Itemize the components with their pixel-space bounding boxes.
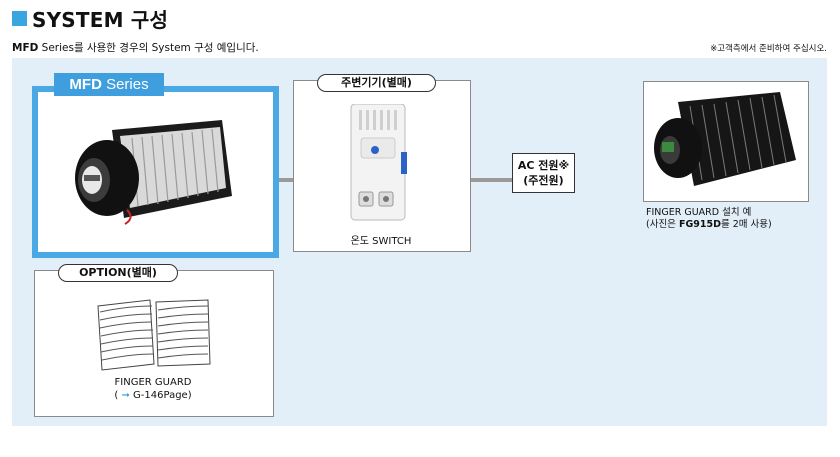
page-title: SYSTEM 구성 bbox=[32, 7, 169, 32]
caption-model: FG915D bbox=[678, 219, 721, 230]
ref-pre: ( bbox=[114, 390, 122, 401]
option-box bbox=[34, 270, 274, 417]
connector-fan-switch bbox=[231, 178, 347, 182]
ac-power-box: AC 전원※ (주전원) bbox=[512, 153, 575, 193]
caption-post: 를 2매 사용) bbox=[720, 219, 772, 230]
ac-power-label: AC 전원※ bbox=[517, 159, 570, 172]
peripheral-pill: 주변기기(별매) bbox=[317, 74, 436, 92]
title-marker bbox=[12, 10, 27, 26]
option-pill: OPTION(별매) bbox=[58, 264, 178, 282]
subtitle-text: Series를 사용한 경우의 System 구성 예입니다. bbox=[38, 42, 259, 54]
temp-switch-label: 온도 SWITCH bbox=[350, 236, 412, 247]
finger-guard-ref[interactable]: ( ➞ G-146Page) bbox=[34, 389, 272, 402]
mfd-tag-model: MFD bbox=[69, 76, 102, 93]
ref-page: G-146Page) bbox=[129, 390, 192, 401]
caption-line2: (사진은 FG915D를 2매 사용) bbox=[646, 219, 772, 231]
mfd-tag-series: Series bbox=[101, 76, 149, 93]
finger-guard-example-image bbox=[654, 92, 796, 186]
finger-guard-drawing bbox=[97, 299, 211, 371]
temp-switch-image bbox=[350, 104, 407, 221]
finger-guard-example-caption: FINGER GUARD 설치 예 (사진은 FG915D를 2매 사용) bbox=[646, 207, 772, 231]
caption-pre: (사진은 bbox=[646, 219, 679, 230]
customer-note: ※고객측에서 준비하여 주십시오. bbox=[710, 44, 827, 54]
finger-guard-caption: FINGER GUARD ( ➞ G-146Page) bbox=[34, 376, 272, 402]
section-title: SYSTEM 구성 bbox=[12, 7, 168, 32]
ac-power-sub: (주전원) bbox=[523, 174, 564, 187]
mfd-series-tag: MFD Series bbox=[54, 73, 164, 96]
cross-flow-fan-image bbox=[75, 120, 232, 225]
right-arrow-icon: ➞ bbox=[121, 390, 130, 401]
caption-line1: FINGER GUARD 설치 예 bbox=[646, 207, 752, 218]
finger-guard-name: FINGER GUARD bbox=[114, 377, 192, 388]
subtitle-series: MFD bbox=[12, 42, 39, 54]
subtitle: MFD Series를 사용한 경우의 System 구성 예입니다. bbox=[12, 40, 259, 55]
